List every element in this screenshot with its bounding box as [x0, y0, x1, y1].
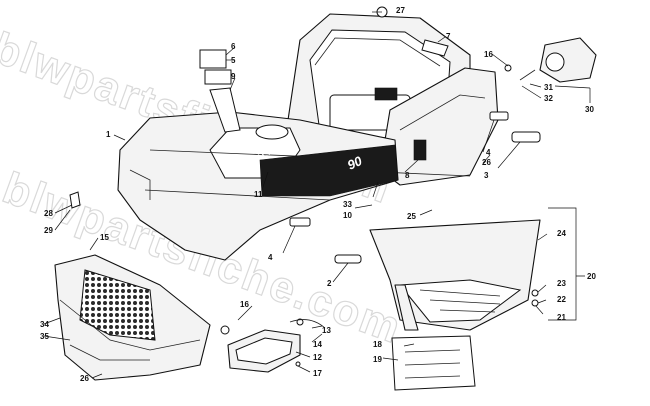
- callout-22: 22: [557, 295, 566, 304]
- callout-1: 1: [106, 130, 111, 139]
- callout-13: 13: [322, 326, 331, 335]
- callout-21: 21: [557, 313, 566, 322]
- callout-20: 20: [587, 272, 596, 281]
- callout-5: 5: [231, 56, 236, 65]
- small-parts: [69, 6, 541, 391]
- decal-5: [204, 69, 232, 85]
- front-fender[interactable]: [117, 111, 399, 261]
- skid-plate: [391, 335, 476, 391]
- callout-19: 19: [373, 355, 382, 364]
- callout-27: 27: [396, 6, 405, 15]
- callout-3: 3: [484, 171, 489, 180]
- callout-26b: 26: [80, 374, 89, 383]
- reflector-3: [511, 131, 541, 143]
- callout-26a: 26: [482, 158, 491, 167]
- callout-35: 35: [40, 332, 49, 341]
- callout-25: 25: [407, 212, 416, 221]
- footwell[interactable]: [369, 219, 541, 331]
- callout-8: 8: [405, 171, 410, 180]
- reflector-4a: [289, 217, 311, 227]
- callout-16b: 16: [484, 50, 493, 59]
- callout-4b: 4: [486, 148, 491, 157]
- callout-10: 10: [343, 211, 352, 220]
- callout-9: 9: [231, 72, 236, 81]
- front-bumper[interactable]: [54, 254, 211, 381]
- clip-28: [69, 191, 81, 209]
- rear-side-panel[interactable]: [379, 67, 499, 186]
- callout-14: 14: [313, 340, 322, 349]
- callout-31: 31: [544, 83, 553, 92]
- headlight-assembly[interactable]: [227, 329, 301, 373]
- callout-24: 24: [557, 229, 566, 238]
- callout-11: 11: [254, 190, 263, 199]
- callout-15: 15: [100, 233, 109, 242]
- callout-28: 28: [44, 209, 53, 218]
- callout-30: 30: [585, 105, 594, 114]
- callout-29: 29: [44, 226, 53, 235]
- callout-18: 18: [373, 340, 382, 349]
- callouts: 1 2 3 4 4 5 6 7 8 9 10 11 12 13 14 15 16…: [40, 6, 596, 383]
- model-number-decal: 90: [345, 153, 365, 173]
- callout-4a: 4: [268, 253, 273, 262]
- decal-6: [199, 49, 227, 69]
- callout-2: 2: [327, 279, 332, 288]
- tail-light[interactable]: [519, 37, 597, 83]
- callout-12: 12: [313, 353, 322, 362]
- decal-9: [209, 87, 241, 133]
- callout-6: 6: [231, 42, 236, 51]
- reflector-2: [334, 254, 362, 264]
- callout-34: 34: [40, 320, 49, 329]
- callout-32: 32: [544, 94, 553, 103]
- callout-33: 33: [343, 200, 352, 209]
- callout-16a: 16: [240, 300, 249, 309]
- reflector-4b: [489, 111, 509, 121]
- callout-23: 23: [557, 279, 566, 288]
- leader-lines: [43, 11, 591, 379]
- callout-7: 7: [446, 32, 451, 41]
- callout-17: 17: [313, 369, 322, 378]
